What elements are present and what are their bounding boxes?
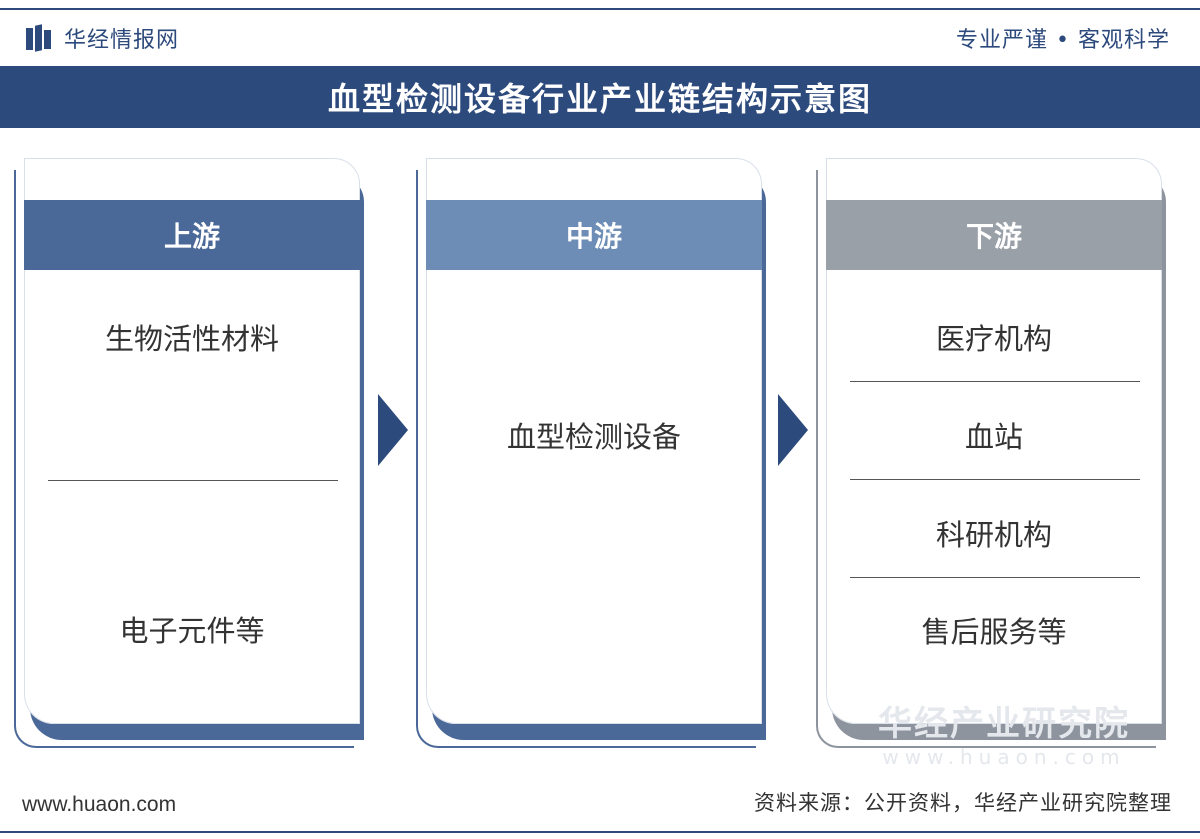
watermark-en: www.huaon.com <box>882 745 1126 769</box>
footer-url: www.huaon.com <box>22 793 177 816</box>
downstream-card: 下游 医疗机构 血站 科研机构 售后服务等 <box>826 158 1162 724</box>
downstream-item: 医疗机构 <box>935 322 1052 356</box>
upstream-item: 生物活性材料 <box>104 322 279 356</box>
page-title: 血型检测设备行业产业链结构示意图 <box>327 80 872 118</box>
top-rule <box>0 8 1200 10</box>
panel-frame <box>816 170 1156 748</box>
downstream-item: 科研机构 <box>935 518 1052 552</box>
upstream-header: 上游 <box>24 200 360 270</box>
upstream-card: 上游 生物活性材料 电子元件等 <box>24 158 360 724</box>
midstream-panel: 中游 血型检测设备 <box>416 158 766 748</box>
title-bar: 血型检测设备行业产业链结构示意图 <box>0 66 1200 128</box>
brand-name: 华经情报网 <box>64 28 180 53</box>
arrow-right-icon <box>778 394 808 466</box>
panel-frame <box>14 170 354 748</box>
downstream-item: 售后服务等 <box>921 615 1067 649</box>
motto: 专业严谨 • 客观科学 <box>956 28 1170 53</box>
panel-frame <box>416 170 756 748</box>
brand: 华经情报网 <box>26 22 179 54</box>
downstream-panel: 下游 医疗机构 血站 科研机构 售后服务等 <box>816 158 1166 748</box>
upstream-panel: 上游 生物活性材料 电子元件等 <box>14 158 364 748</box>
midstream-item: 血型检测设备 <box>506 420 681 454</box>
watermark-cn: 华经产业研究院 <box>878 704 1130 744</box>
downstream-item: 血站 <box>964 420 1023 454</box>
downstream-header: 下游 <box>826 200 1162 270</box>
midstream-card: 中游 血型检测设备 <box>426 158 762 724</box>
brand-logo-icon <box>26 24 52 52</box>
midstream-header: 中游 <box>426 200 762 270</box>
divider <box>850 381 1140 382</box>
divider <box>48 480 338 481</box>
watermark: 华经产业研究院 www.huaon.com <box>878 696 1130 769</box>
arrow-right-icon <box>378 394 408 466</box>
divider <box>850 577 1140 578</box>
bottom-rule <box>0 831 1200 833</box>
upstream-item: 电子元件等 <box>119 614 265 648</box>
divider <box>850 479 1140 480</box>
footer-source: 资料来源：公开资料，华经产业研究院整理 <box>754 791 1172 815</box>
